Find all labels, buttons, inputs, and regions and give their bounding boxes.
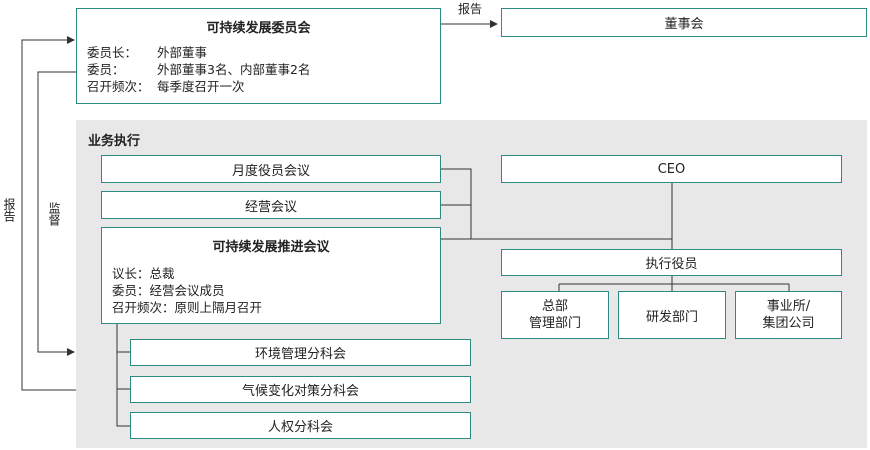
unit-label: 总部 管理部门 (528, 299, 581, 331)
subcommittee-label: 气候变化对策分科会 (241, 384, 359, 399)
left-supervise-label: 监督 (47, 202, 61, 226)
executive-officers-label: 执行役员 (645, 257, 698, 272)
unit-label: 事业所/ 集团公司 (762, 299, 815, 331)
subcommittee-human-rights-box: 人权分科会 (130, 412, 471, 439)
subcommittee-environment-box: 环境管理分科会 (130, 339, 471, 366)
business-execution-label: 业务执行 (88, 134, 141, 149)
report-label: 报告 (458, 2, 483, 16)
unit-rnd-box: 研发部门 (618, 291, 726, 339)
left-report-arrow (21, 36, 76, 391)
subcommittee-label: 人权分科会 (267, 420, 333, 435)
management-meeting-label: 经营会议 (244, 199, 297, 215)
left-supervise-arrow (37, 71, 76, 356)
sustainability-committee-box: 可持续发展委员会 委员长： 外部董事 委员： 外部董事3名、内部董事2名 召开频次：… (76, 8, 441, 104)
unit-business-sites-box: 事业所/ 集团公司 (735, 291, 842, 339)
promotion-frequency-value: 原则上隔月召开 (174, 300, 263, 315)
promotion-members-value: 经营会议成员 (149, 283, 225, 298)
left-report-label: 报告 (2, 198, 16, 222)
committee-title: 可持续发展委员会 (206, 21, 311, 36)
subcommittee-label: 环境管理分科会 (254, 347, 346, 362)
committee-chair-key: 委员长： (87, 45, 138, 60)
management-meeting-box: 经营会议 (101, 191, 441, 219)
board-label: 董事会 (664, 17, 704, 32)
ceo-box: CEO (501, 155, 842, 183)
promotion-members-key: 委员： (112, 283, 150, 298)
promotion-title: 可持续发展推进会议 (212, 240, 330, 255)
promotion-chair-value: 总裁 (149, 266, 175, 281)
committee-members-key: 委员： (87, 62, 125, 77)
sustainability-promotion-meeting-box: 可持续发展推进会议 议长：总裁 委员：经营会议成员 召开频次：原则上隔月召开 (101, 227, 441, 324)
committee-chair-value: 外部董事 (157, 45, 208, 60)
committee-frequency-value: 每季度召开一次 (157, 79, 245, 94)
committee-frequency-key: 召开频次： (87, 79, 150, 94)
subcommittee-climate-box: 气候变化对策分科会 (130, 376, 471, 403)
unit-label: 研发部门 (645, 309, 698, 325)
committee-members-value: 外部董事3名、内部董事2名 (157, 62, 311, 77)
unit-hq-admin-box: 总部 管理部门 (501, 291, 609, 339)
ceo-label: CEO (657, 161, 686, 177)
monthly-officers-meeting-box: 月度役员会议 (101, 155, 441, 183)
monthly-meeting-label: 月度役员会议 (231, 163, 310, 179)
board-box: 董事会 (501, 8, 867, 37)
executive-officers-box: 执行役员 (501, 249, 842, 276)
promotion-frequency-key: 召开频次： (112, 300, 175, 315)
meeting-bracket (441, 168, 472, 240)
promotion-chair-key: 议长： (112, 266, 150, 281)
